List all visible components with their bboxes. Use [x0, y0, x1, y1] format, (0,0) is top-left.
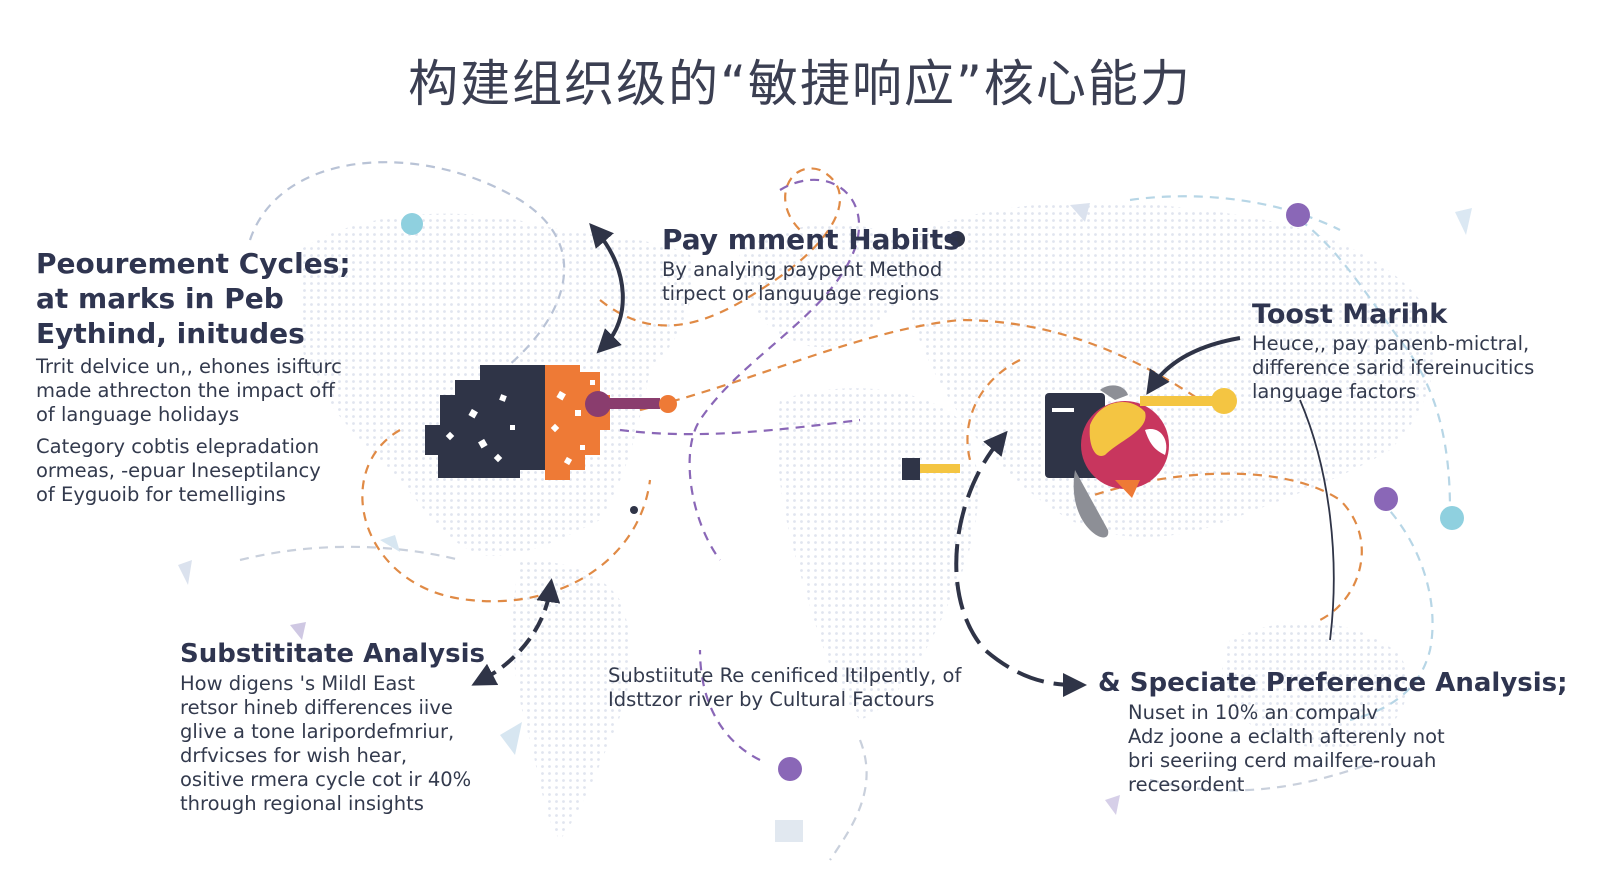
arrow-icon [471, 222, 1241, 697]
body-line: difference sarid ifereinucitics [1252, 356, 1535, 379]
payment-habits-block: Pay mment Habiits By analying paypent Me… [662, 222, 960, 306]
substitute-analysis-block: Substititate Analysis How digens 's Mild… [180, 638, 485, 816]
speciate-body: Nuset in 10% an compalv Adz joone a ecla… [1128, 701, 1568, 797]
body-line: By analying paypent Method [662, 258, 943, 281]
substitute-body: How digens 's Mildl East retsor hineb di… [180, 672, 485, 816]
payment-heading: Pay mment Habiits [662, 223, 960, 256]
heading-line: Peourement Cycles; [36, 247, 351, 280]
body-line: How digens 's Mildl East [180, 672, 416, 695]
body-line: ositive rmera cycle cot ir 40% [180, 768, 472, 791]
body-line: Substiitute Re cenificed Itilpently, of [608, 664, 962, 687]
route-lines [239, 161, 1452, 861]
body-line: Heuce,, pay panenb-mictral, [1252, 332, 1530, 355]
body-line: Category cobtis elepradation [36, 435, 320, 458]
page-title: 构建组织级的“敏捷响应”核心能力 [408, 55, 1192, 113]
body-line: Nuset in 10% an compalv [1128, 701, 1378, 724]
body-line: Idsttzor river by Cultural Factours [608, 688, 935, 711]
center-caption-block: Substiitute Re cenificed Itilpently, of … [608, 664, 961, 712]
body-line: glive a tone laripordefmriur, [180, 720, 455, 743]
pixel-continent-icon [425, 365, 677, 480]
procurement-cycles-block: Peourement Cycles; at marks in Peb Eythi… [36, 246, 351, 507]
decorative-shards [178, 203, 1472, 842]
mini-bar-icon [902, 458, 960, 480]
payment-body: By analying paypent Method tirpect or la… [662, 258, 960, 306]
speciate-preference-block: & Speciate Preference Analysis; Nuset in… [1098, 667, 1568, 797]
body-line: through regional insights [180, 792, 424, 815]
body-line: Trrit delvice un,, ehones isifturc [36, 355, 342, 378]
body-line: ormeas, -epuar Ineseptilancy [36, 459, 321, 482]
toost-body: Heuce,, pay panenb-mictral, difference s… [1252, 332, 1534, 404]
body-line: tirpect or languuage regions [662, 282, 940, 305]
speciate-heading: & Speciate Preference Analysis; [1098, 667, 1568, 699]
ampersand-glyph: & [1098, 668, 1121, 698]
toost-heading: Toost Marihk [1252, 299, 1448, 330]
body-line: made athrecton the impact off [36, 379, 335, 402]
speciate-heading-text: Speciate Preference Analysis; [1129, 668, 1568, 698]
body-line: language factors [1252, 380, 1417, 403]
body-line: Adz joone a eclalth afterenly not [1128, 725, 1445, 748]
body-line: of Eyguoib for temelligins [36, 483, 286, 506]
heading-line: at marks in Peb [36, 282, 284, 315]
procurement-heading: Peourement Cycles; at marks in Peb Eythi… [36, 246, 351, 351]
body-line: recesordent [1128, 773, 1245, 796]
body-line: bri seeriing cerd mailfere-rouah [1128, 749, 1437, 772]
procurement-body: Trrit delvice un,, ehones isifturc made … [36, 355, 351, 507]
dot-icon [401, 203, 1464, 781]
body-line: drfvicses for wish hear, [180, 744, 408, 767]
toost-marihk-block: Toost Marihk Heuce,, pay panenb-mictral,… [1252, 298, 1534, 404]
heading-line: Eythind, initudes [36, 317, 305, 350]
body-line: retsor hineb differences iive [180, 696, 453, 719]
substitute-heading: Substititate Analysis [180, 639, 485, 669]
body-line: of language holidays [36, 403, 240, 426]
center-caption-body: Substiitute Re cenificed Itilpently, of … [608, 664, 961, 712]
